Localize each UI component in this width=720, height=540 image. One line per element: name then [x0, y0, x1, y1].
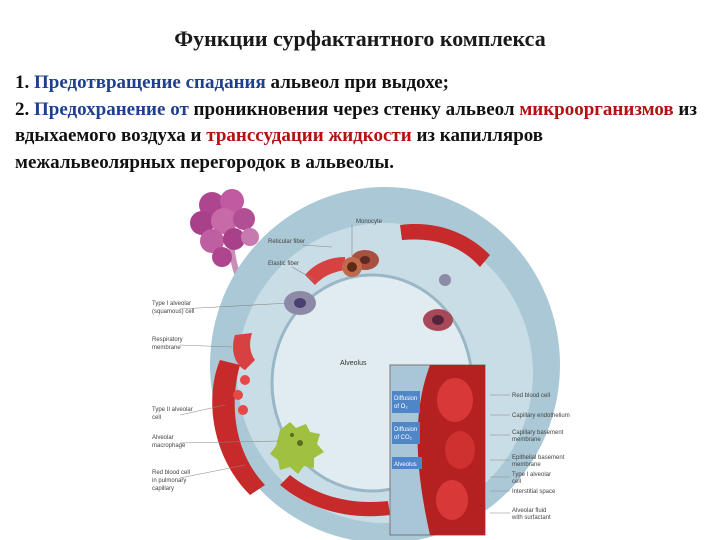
item2-part3: из вдыхаемого воздуха и [15, 98, 698, 147]
label-alveolar-fluid-2: with surfactant [511, 515, 551, 521]
label-reticular-fiber: Reticular fiber [268, 239, 305, 245]
label-type2-cell-2: cell [152, 415, 161, 421]
label-alveolus-box: Alveolus [394, 462, 417, 468]
label-type1-cell-2: (squamous) cell [152, 309, 194, 315]
label-alveolus: Alveolus [340, 360, 367, 367]
label-capillary-basement: Capillary basement [512, 430, 564, 436]
item1-keyphrase: Предотвращение спадания [34, 72, 266, 93]
alveolus-illustration: Monocyte Reticular fiber Elastic fiber T… [152, 187, 570, 540]
label-diffusion-co2-2: of CO₂ [394, 435, 413, 441]
item2-keyphrase: Предохранение от [34, 98, 189, 120]
body-text: 1. Предотвращение спадания альвеол при в… [15, 70, 705, 176]
label-type2-cell: Type II alveolar [152, 407, 193, 413]
label-rbc: Red blood cell [152, 470, 190, 476]
slide-title: Функции сурфактантного комплекса [174, 26, 546, 51]
item2-part2: проникновения через стенку альвеол [188, 98, 520, 120]
respiratory-membrane-inset [389, 364, 486, 536]
label-capillary-basement-2: membrane [512, 437, 541, 443]
label-epithelial-basement-2: membrane [512, 462, 541, 468]
label-red-blood-cell: Red blood cell [512, 393, 550, 399]
label-diffusion-co2: Diffusion [394, 427, 417, 433]
label-respiratory-membrane-2: membrane [152, 345, 181, 351]
alveolar-sac-cluster [190, 189, 259, 282]
leader-lines [179, 225, 510, 514]
label-type1-right: Type I alveolar [512, 472, 551, 478]
item2-transudation: транссудации жидкости [206, 125, 412, 146]
label-macrophage-2: macrophage [152, 443, 186, 449]
item1-number: 1. [15, 72, 30, 93]
label-macrophage: Alveolar [152, 435, 174, 441]
item2-microorganisms: микроорганизмов [519, 98, 674, 120]
label-interstitial-space: Interstitial space [512, 489, 556, 495]
label-epithelial-basement: Epithelial basement [512, 455, 565, 461]
label-monocyte: Monocyte [356, 219, 383, 225]
label-rbc-2: in pulmonary [152, 478, 186, 484]
label-respiratory-membrane: Respiratory [152, 337, 183, 343]
figure-labels: Monocyte Reticular fiber Elastic fiber T… [152, 219, 570, 521]
label-diffusion-o2-2: of O₂ [394, 404, 408, 410]
label-alveolar-fluid: Alveolar fluid [512, 508, 546, 514]
label-rbc-3: capillary [152, 486, 174, 492]
label-type1-right-2: cell [512, 479, 521, 485]
label-type1-cell: Type I alveolar [152, 301, 191, 307]
alveolus-cross-section [210, 187, 560, 540]
item1-rest: альвеол при выдохе; [265, 72, 449, 93]
item2-number: 2. [15, 98, 30, 120]
item2-part4: из капилляров межальвеолярных перегородо… [15, 125, 544, 173]
label-capillary-endothelium: Capillary endothelium [512, 413, 570, 419]
label-diffusion-o2: Diffusion [394, 396, 417, 402]
label-elastic-fiber: Elastic fiber [268, 261, 299, 267]
